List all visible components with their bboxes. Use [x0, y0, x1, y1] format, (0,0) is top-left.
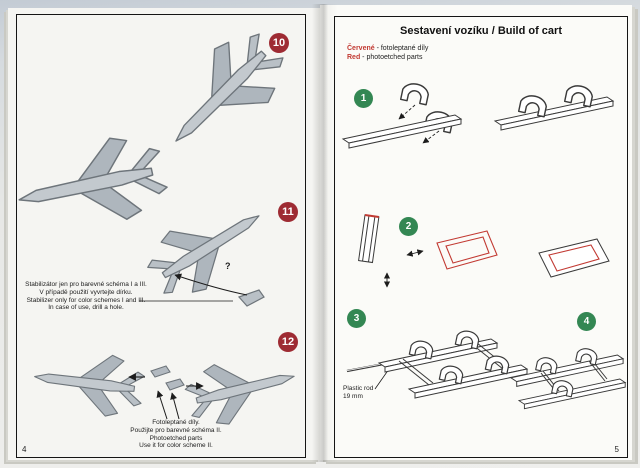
step-badge-2: 2	[399, 217, 418, 236]
right-page-artwork	[342, 80, 626, 410]
right-page-frame: Sestavení vozíku / Build of cart Červené…	[334, 16, 628, 458]
left-page-artwork	[17, 18, 303, 433]
note-step11-line2: V případě použití vyvrtejte dírku.	[39, 288, 133, 296]
step-badge-12: 12	[278, 332, 298, 352]
cart-illustration-step3	[346, 328, 528, 399]
left-page-frame: 10 11 12 ? Stabilizátor jen pro barevné …	[16, 14, 306, 458]
legend-rest-english: - photoetched parts	[360, 54, 423, 62]
stabilizer-pointer-arrow	[174, 273, 248, 296]
legend: Červené - fotoleptané díly Red - photoet…	[347, 44, 428, 63]
note-step11-line1: Stabilizátor jen pro barevné schéma I a …	[25, 281, 147, 288]
cart-illustration-step1	[342, 80, 614, 149]
note-step12-line4: Use it for color scheme II.	[139, 442, 213, 450]
question-mark: ?	[225, 261, 231, 271]
step-badge-1: 1	[354, 89, 373, 108]
aircraft-illustration-middle	[17, 127, 173, 242]
legend-line-czech: Červené - fotoleptané díly	[347, 44, 428, 53]
legend-term-english: Red	[347, 54, 361, 62]
step-badge-11: 11	[278, 202, 298, 222]
page-number-left: 4	[22, 445, 27, 454]
legend-rest-czech: - fotoleptané díly	[374, 45, 429, 52]
stabilizer-part	[237, 289, 265, 307]
page-fold-shadow	[312, 4, 338, 462]
plastic-rod-label-line1: Plastic rod	[343, 385, 374, 392]
step-badge-10: 10	[269, 33, 289, 53]
page-number-right: 5	[614, 445, 619, 454]
note12-arrow-1	[156, 390, 168, 420]
note-step12-line2: Použijte pro barevné schéma II.	[130, 426, 222, 434]
note-step12-line3: Photoetched parts	[149, 434, 203, 442]
step-badge-4: 4	[577, 312, 596, 331]
cart-illustration-step2	[358, 214, 610, 288]
note-step11-line4: In case of use, drill a hole.	[48, 304, 124, 312]
page-title: Sestavení vozíku / Build of cart	[400, 25, 562, 37]
note12-arrow-2	[170, 392, 180, 420]
legend-line-english: Red - photoetched parts	[347, 53, 428, 62]
plastic-rod-label-line2: 19 mm	[343, 393, 363, 401]
photoetched-fin-part-2	[165, 378, 185, 391]
step-badge-3: 3	[347, 309, 366, 328]
note-step11: Stabilizátor jen pro barevné schéma I a …	[19, 281, 153, 312]
note-step12-line1: Fotoleptané díly.	[152, 419, 200, 426]
note-step11-line3: Stabilizer only for color schemes I and …	[26, 296, 146, 304]
note-step12: Fotoleptané díly. Použijte pro barevné s…	[109, 419, 243, 450]
cart-illustration-step4	[510, 346, 626, 410]
legend-term-czech: Červené	[347, 45, 375, 52]
aircraft-illustration-step12-left	[30, 345, 147, 421]
photoetched-fin-part-1	[150, 365, 171, 378]
plastic-rod-label: Plastic rod 19 mm	[343, 385, 403, 401]
